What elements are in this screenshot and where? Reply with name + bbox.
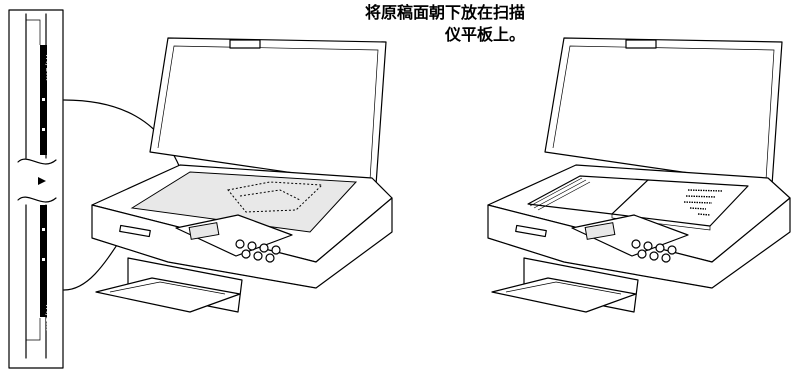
document-guide-ruler: A4/LTR A4/LTR [8, 9, 181, 369]
ruler-label-top: A4/LTR [44, 55, 52, 81]
scanner-open [91, 37, 393, 313]
caption-line-1: 将原稿面朝下放在扫描 [364, 3, 525, 22]
scanner-with-document [487, 37, 791, 313]
instruction-caption: 将原稿面朝下放在扫描 仪平板上。 [280, 2, 610, 46]
ruler-label-bottom: A4/LTR [44, 305, 52, 331]
caption-line-2: 仪平板上。 [444, 25, 525, 44]
